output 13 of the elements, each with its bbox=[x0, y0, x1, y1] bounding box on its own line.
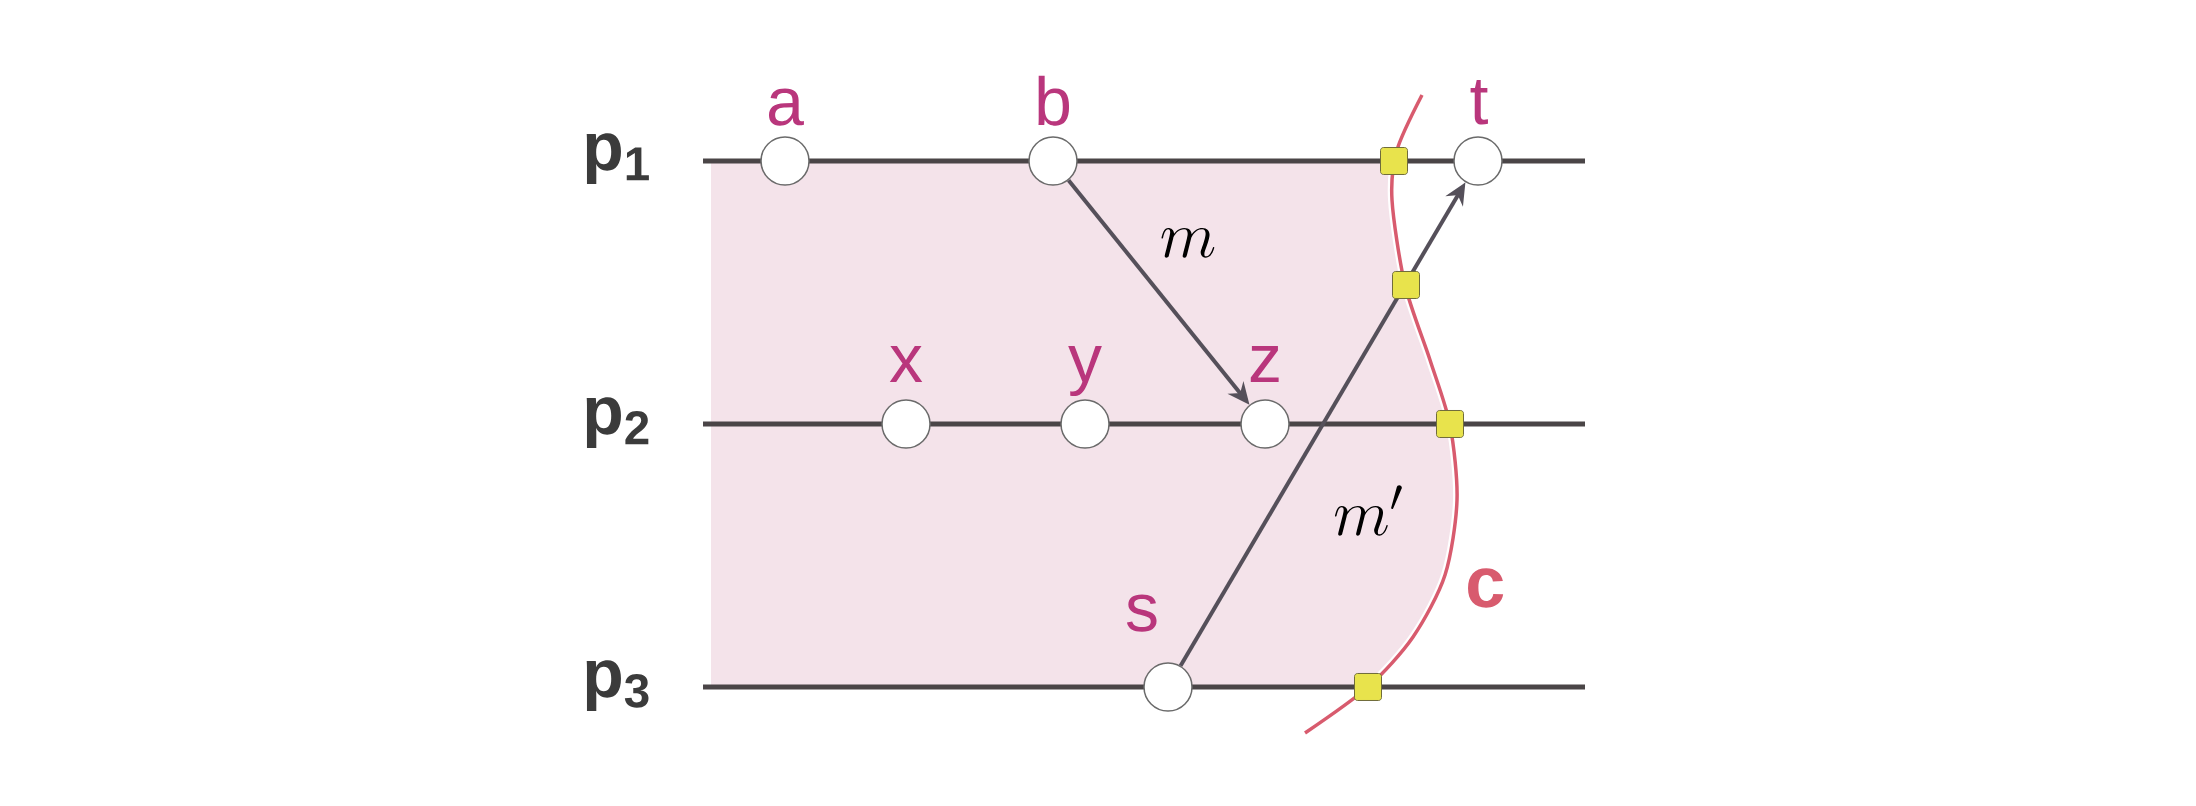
event-label: a bbox=[769, 88, 804, 126]
event-label: x bbox=[889, 346, 923, 382]
process-label: p$_{2}$ bbox=[586, 397, 649, 449]
edge-label: $m$ bbox=[1156, 225, 1220, 260]
event-label: y bbox=[1068, 346, 1102, 397]
process-label: p$_{1}$ bbox=[586, 133, 649, 185]
event-label: b bbox=[1038, 75, 1070, 126]
process-label: p$_{3}$ bbox=[586, 660, 649, 712]
event-label: t bbox=[1470, 80, 1488, 125]
event-label: s bbox=[1126, 594, 1157, 632]
event-label: z bbox=[1250, 346, 1279, 382]
curve-label: c bbox=[1468, 568, 1504, 608]
edge-label: $m'$ bbox=[1330, 482, 1406, 538]
